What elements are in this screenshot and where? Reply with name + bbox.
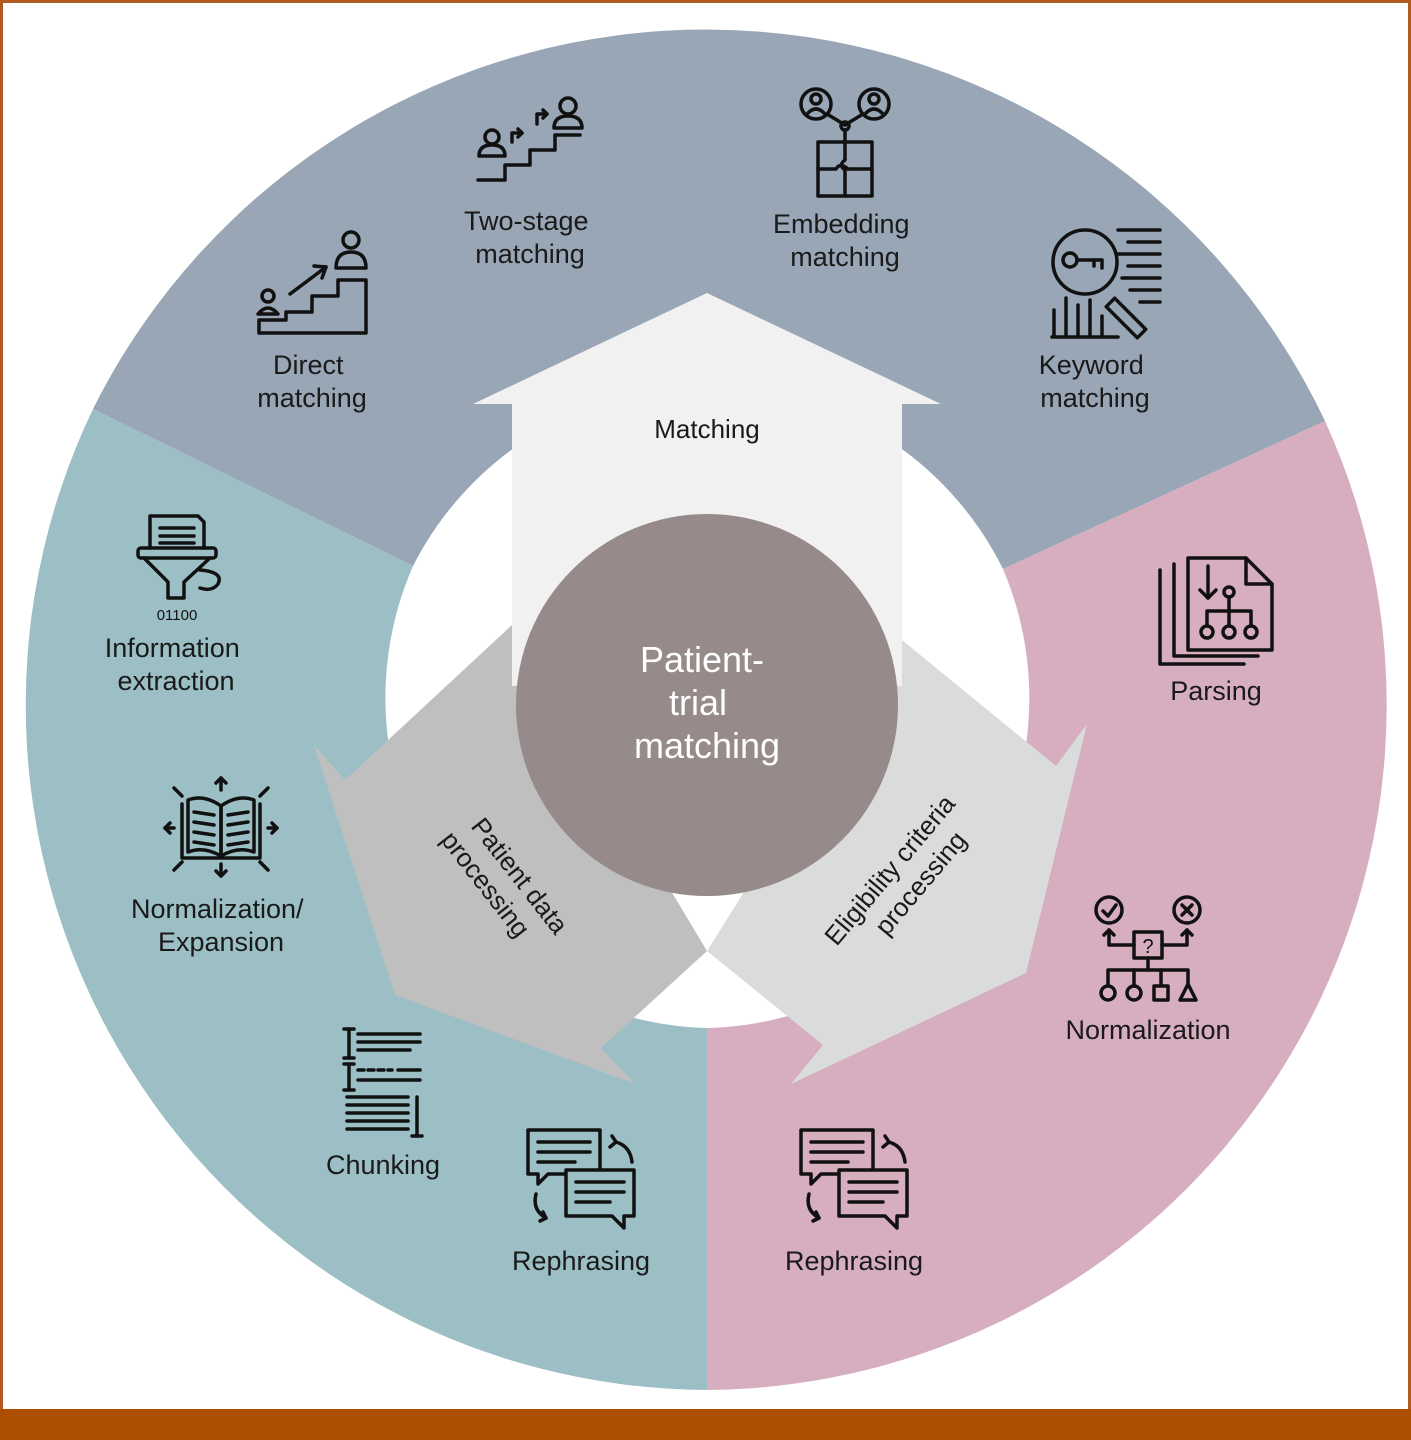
normalization-eligibility-label: Normalization [1065, 1015, 1230, 1045]
rephrasing-eligibility-label: Rephrasing [785, 1246, 923, 1276]
decision-tree-icon: ? [1094, 895, 1202, 1002]
arrow-patient [314, 625, 707, 1084]
parsing-label: Parsing [1170, 676, 1262, 706]
two-step-stairs-icon [476, 96, 584, 182]
bottom-accent-bar [0, 1409, 1411, 1440]
stairs-arrow-person-icon [256, 230, 368, 335]
center-label: Patient- trial matching [634, 639, 780, 766]
center-circle [516, 514, 898, 896]
rephrasing-patient-label: Rephrasing [512, 1246, 650, 1276]
chat-bubbles-cycle-icon [799, 1128, 909, 1230]
open-book-expand-icon [163, 776, 279, 878]
svg-text:01100: 01100 [157, 607, 198, 624]
document-funnel-binary-icon: 01100 [136, 514, 221, 624]
key-magnifier-icon [1050, 228, 1162, 340]
two-stage-matching-label: Two-stage matching [464, 206, 596, 269]
document-hierarchy-icon [1158, 556, 1274, 666]
normalization-expansion-label: Normalization/ Expansion [131, 894, 311, 957]
text-chunks-icon [342, 1027, 424, 1138]
people-puzzle-icon [799, 87, 891, 198]
arrow-eligibility [707, 640, 1087, 1084]
chat-bubbles-cycle-icon [526, 1128, 636, 1230]
chunking-label: Chunking [326, 1150, 440, 1180]
matching-arrow-label: Matching [654, 414, 760, 444]
information-extraction-label: Information extraction [105, 633, 248, 696]
direct-matching-label: Direct matching [257, 350, 367, 413]
svg-text:?: ? [1142, 936, 1153, 958]
embedding-matching-label: Embedding matching [773, 209, 917, 272]
keyword-matching-label: Keyword matching [1039, 350, 1152, 413]
patient-trial-matching-diagram: Patient- trial matching Matching Patient… [25, 29, 1387, 1390]
